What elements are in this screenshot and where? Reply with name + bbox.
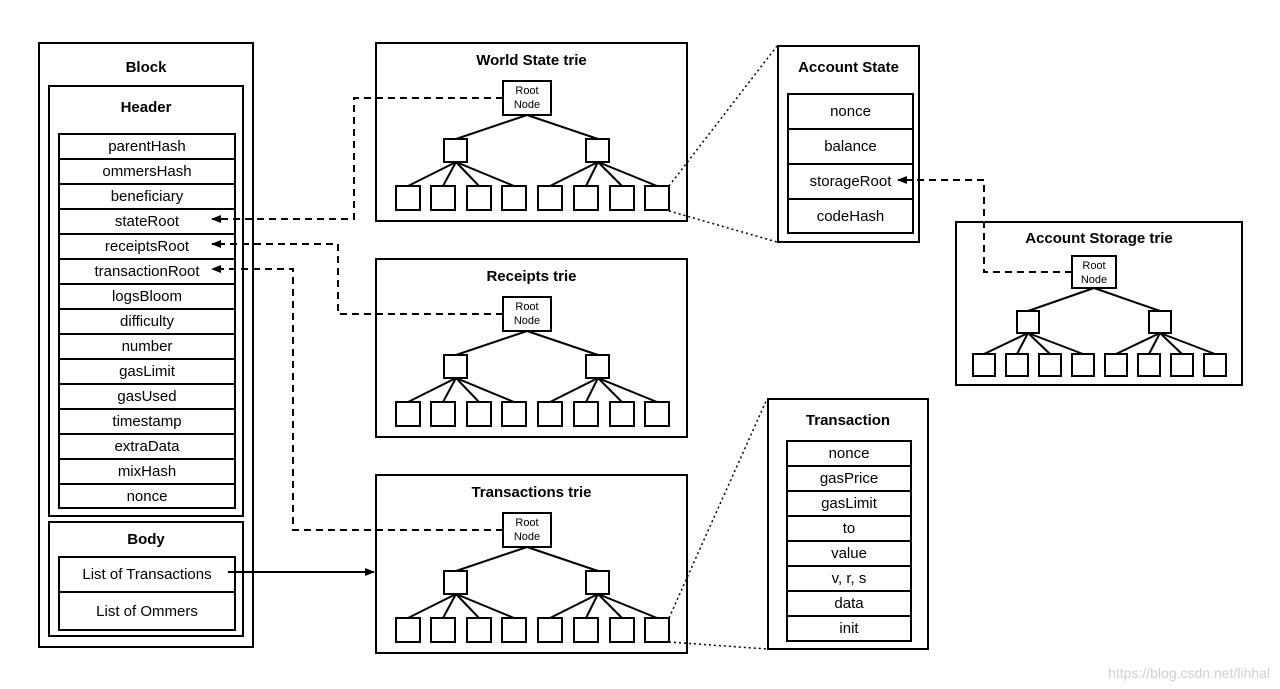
header-field: gasLimit bbox=[60, 360, 234, 385]
world-state-trie-box: World State trie bbox=[375, 42, 688, 222]
header-field: difficulty bbox=[60, 310, 234, 335]
transaction-field: v, r, s bbox=[788, 567, 910, 592]
account-state-field: codeHash bbox=[816, 207, 885, 225]
transaction-field: value bbox=[788, 542, 910, 567]
header-field-list: parentHash ommersHash beneficiary stateR… bbox=[58, 133, 236, 509]
body-field-ommers: List of Ommers bbox=[96, 602, 198, 620]
header-field: parentHash bbox=[60, 135, 234, 160]
header-field: beneficiary bbox=[60, 185, 234, 210]
watermark: https://blog.csdn.net/lihhal bbox=[1108, 665, 1270, 681]
header-field-stateroot: stateRoot bbox=[60, 210, 234, 235]
account-state-field-list: nonce balance storageRoot codeHash bbox=[787, 93, 914, 234]
transaction-box: Transaction nonce gasPrice gasLimit to v… bbox=[767, 398, 929, 650]
transaction-field-list: nonce gasPrice gasLimit to value v, r, s… bbox=[786, 440, 912, 642]
transactions-trie-box: Transactions trie bbox=[375, 474, 688, 654]
receipts-trie-title: Receipts trie bbox=[486, 268, 577, 285]
transaction-field: gasPrice bbox=[788, 467, 910, 492]
transaction-field: data bbox=[788, 592, 910, 617]
account-state-field: nonce bbox=[789, 95, 912, 130]
transaction-field: gasLimit bbox=[788, 492, 910, 517]
account-state-box: Account State nonce balance storageRoot … bbox=[777, 45, 920, 243]
header-field: number bbox=[60, 335, 234, 360]
body-title: Body bbox=[127, 531, 165, 548]
body-field-transactions: List of Transactions bbox=[60, 558, 234, 593]
header-field: timestamp bbox=[60, 410, 234, 435]
header-box: Header parentHash ommersHash beneficiary… bbox=[48, 85, 244, 517]
header-field: gasUsed bbox=[60, 385, 234, 410]
account-state-title: Account State bbox=[798, 59, 899, 76]
transactions-trie-title: Transactions trie bbox=[471, 484, 592, 501]
body-field-list: List of Transactions List of Ommers bbox=[58, 556, 236, 631]
header-field: nonce bbox=[126, 487, 168, 505]
header-field: logsBloom bbox=[60, 285, 234, 310]
world-state-trie-title: World State trie bbox=[476, 52, 587, 69]
block-title: Block bbox=[125, 59, 167, 76]
account-storage-trie-box: Account Storage trie bbox=[955, 221, 1243, 386]
transaction-field: to bbox=[788, 517, 910, 542]
account-state-field: balance bbox=[789, 130, 912, 165]
transaction-field: init bbox=[839, 620, 859, 637]
header-field-transactionroot: transactionRoot bbox=[60, 260, 234, 285]
account-state-field-storageroot: storageRoot bbox=[789, 165, 912, 200]
account-storage-trie-title: Account Storage trie bbox=[1025, 230, 1173, 247]
receipts-trie-box: Receipts trie bbox=[375, 258, 688, 438]
block-box: Block Header parentHash ommersHash benef… bbox=[38, 42, 254, 648]
header-field: ommersHash bbox=[60, 160, 234, 185]
header-title: Header bbox=[120, 99, 172, 116]
transaction-field: nonce bbox=[788, 442, 910, 467]
header-field: extraData bbox=[60, 435, 234, 460]
transaction-title: Transaction bbox=[805, 412, 891, 429]
header-field-receiptsroot: receiptsRoot bbox=[60, 235, 234, 260]
header-field: mixHash bbox=[60, 460, 234, 485]
body-box: Body List of Transactions List of Ommers bbox=[48, 521, 244, 637]
